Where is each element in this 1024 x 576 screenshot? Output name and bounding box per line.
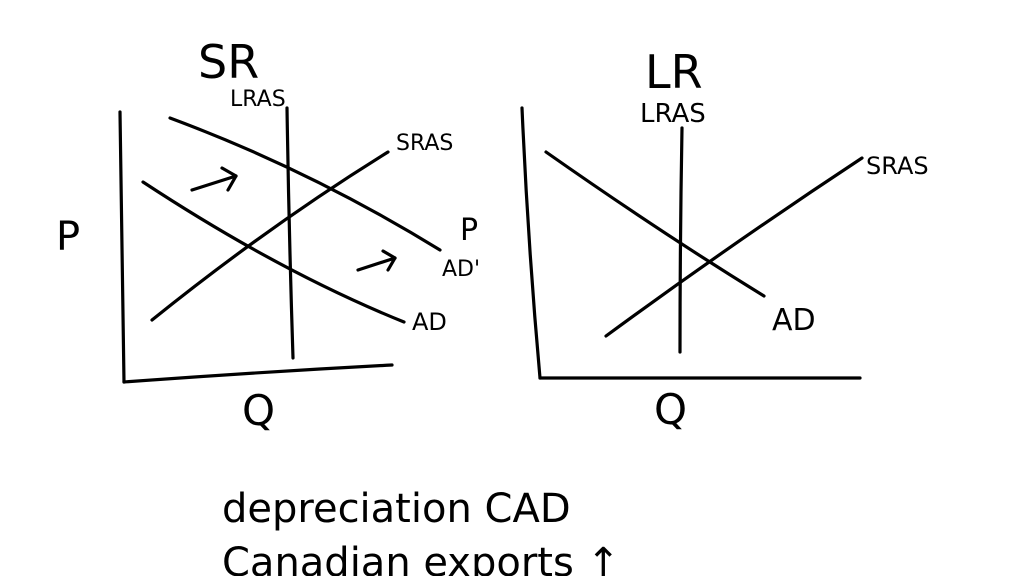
sr-x-axis-label: Q	[242, 386, 275, 435]
lr-sras-label: SRAS	[866, 152, 929, 180]
lr-sras-line	[604, 156, 864, 338]
sr-x-axis	[122, 363, 394, 384]
sr-sras-label: SRAS	[396, 131, 453, 156]
lr-x-axis-label: Q	[654, 385, 687, 434]
sr-p-label: P	[460, 213, 478, 248]
sr-shift-arrow-upper	[190, 166, 238, 192]
sr-shift-arrow-lower	[356, 249, 397, 272]
note-line-1: depreciation CAD	[222, 486, 571, 532]
short-run-graph: SR P LRAS SRAS AD P AD' Q	[56, 35, 480, 435]
sr-title: SR	[198, 35, 259, 89]
lr-lras-label: LRAS	[640, 99, 706, 129]
sr-lras-label: LRAS	[230, 87, 286, 112]
sr-lras-line	[285, 106, 295, 360]
lr-title: LR	[645, 45, 703, 99]
sr-ad-label: AD	[412, 308, 447, 336]
lr-lras-line	[678, 126, 684, 354]
sr-sras-line	[150, 150, 390, 322]
note-line-2: Canadian exports ↑	[222, 540, 620, 576]
long-run-graph: LR LRAS SRAS AD Q	[520, 45, 929, 434]
sr-ad-shifted-label: AD'	[442, 257, 480, 282]
lr-ad-line	[544, 150, 766, 298]
sr-y-axis-label: P	[56, 214, 80, 260]
handwritten-notes: depreciation CAD Canadian exports ↑	[222, 486, 620, 576]
sr-y-axis	[118, 110, 126, 384]
sr-ad-shifted-line	[168, 116, 442, 252]
lr-y-axis	[520, 106, 542, 380]
sr-ad-line	[141, 180, 406, 324]
lr-ad-label: AD	[772, 303, 816, 338]
